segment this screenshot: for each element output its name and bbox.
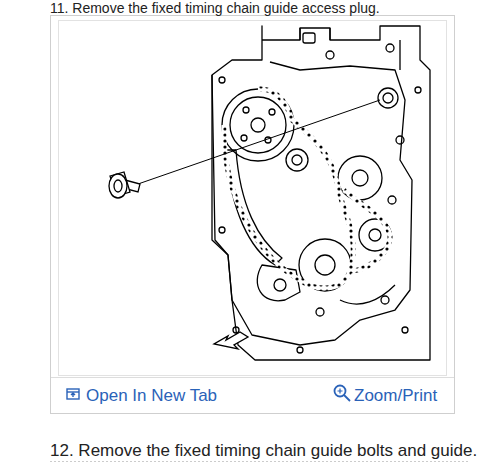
figure-frame: [51, 16, 455, 414]
direction-arrow: [214, 332, 248, 349]
divider: [51, 377, 454, 378]
link-text: Zoom/Print: [354, 386, 437, 405]
underline: [50, 461, 470, 462]
timing-chain: [224, 89, 390, 288]
image-frame: [59, 21, 447, 376]
zoom-icon: [335, 386, 351, 402]
link-text: Open In New Tab: [86, 386, 217, 405]
access-plug: [109, 172, 140, 198]
engine-drawing: [212, 26, 430, 360]
step-text: 12. Remove the fixed timing chain guide …: [50, 441, 477, 460]
new-tab-icon: [67, 389, 79, 399]
leader-line: [138, 100, 380, 184]
step-text: 11. Remove the fixed timing chain guide …: [50, 0, 380, 16]
